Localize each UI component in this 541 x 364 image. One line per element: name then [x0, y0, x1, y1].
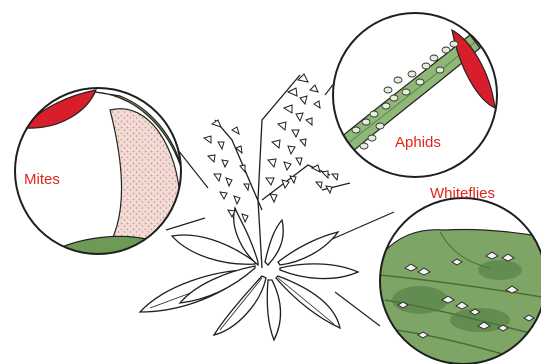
plant-leaf	[265, 220, 283, 265]
plant-leaf	[278, 232, 338, 265]
whiteflies-magnifier	[370, 198, 541, 364]
plant-leaf	[267, 280, 280, 340]
mites-label: Mites	[24, 171, 60, 188]
plant-leaf	[280, 264, 358, 279]
whiteflies-label: Whiteflies	[430, 185, 495, 202]
flower-spikes	[204, 74, 338, 222]
aphids-magnifier	[333, 13, 500, 177]
aphids-label: Aphids	[395, 134, 441, 151]
